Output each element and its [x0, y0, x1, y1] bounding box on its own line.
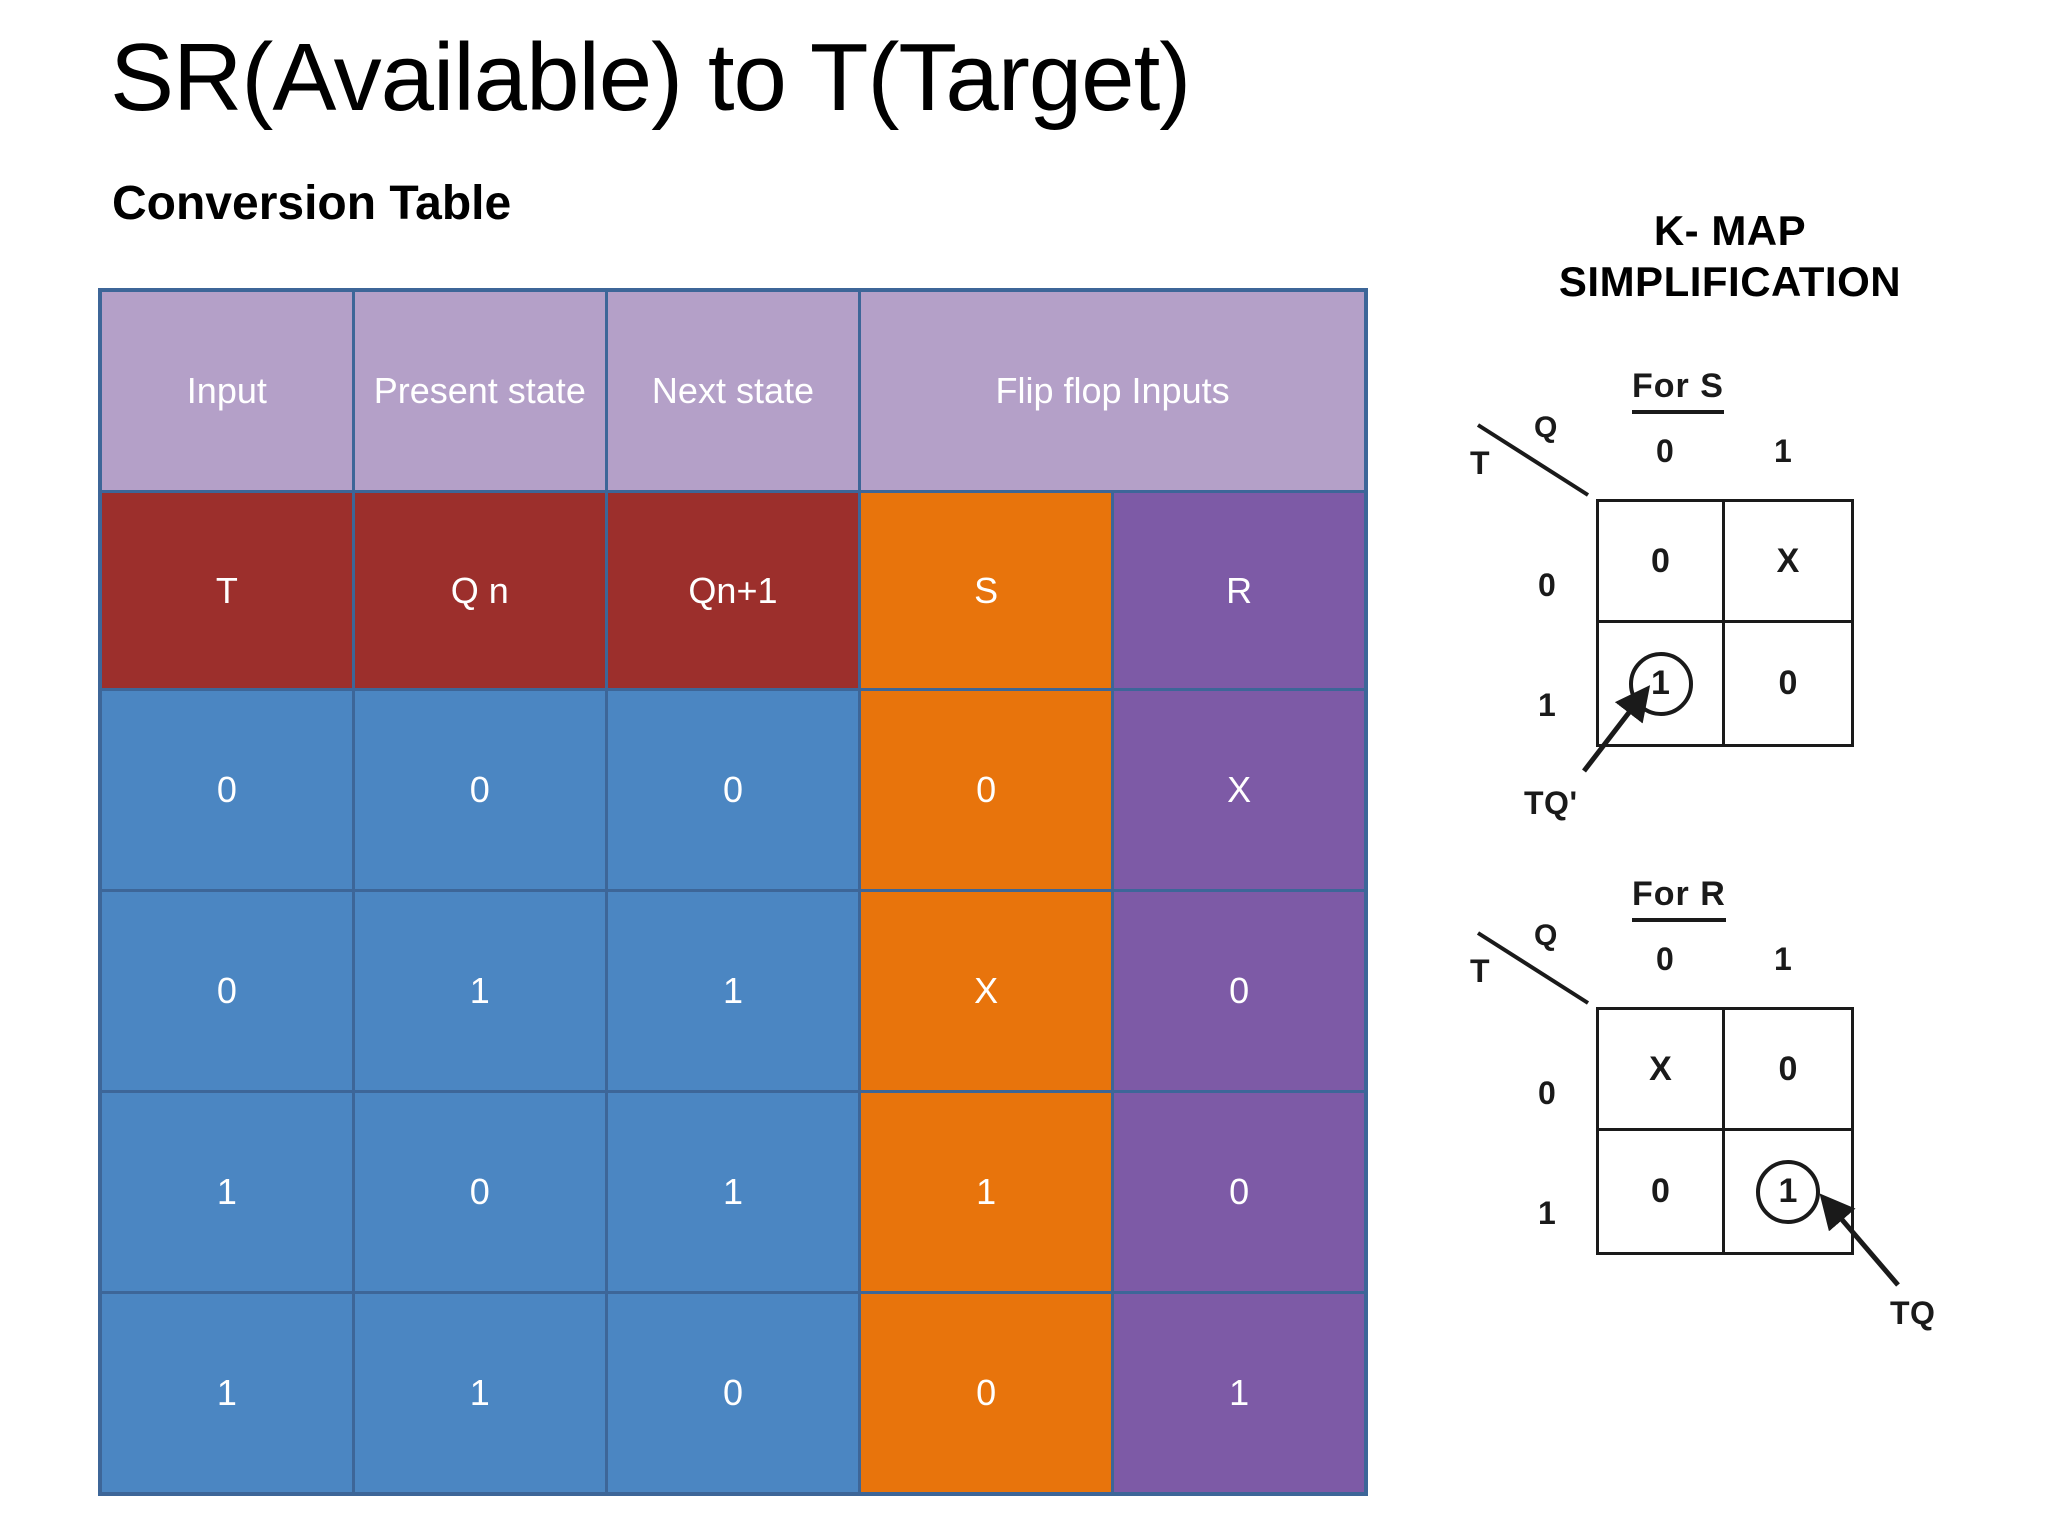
- kmap-r-col-tick-1: 1: [1774, 941, 1792, 978]
- kmap-s-col-tick-1: 1: [1774, 433, 1792, 470]
- cell-s: 0: [858, 688, 1115, 892]
- group-header-flip-flop-inputs: Flip flop Inputs: [858, 288, 1368, 493]
- kmap-s-annotation: TQ': [1524, 785, 1578, 822]
- kmap-r-title: For R: [1632, 875, 1726, 923]
- kmap-s-row-tick-0: 0: [1538, 567, 1556, 604]
- cell-r: 0: [1111, 1090, 1368, 1294]
- kmap-s-title: For S: [1632, 367, 1724, 415]
- kmap-r-grid: X 0 0 1: [1596, 1007, 1854, 1256]
- table-row: 1 0 1 1 0: [98, 1090, 1368, 1294]
- kmap-r-cell-00: X: [1599, 1010, 1725, 1132]
- cell-t: 1: [98, 1090, 355, 1294]
- sub-header-r: R: [1111, 490, 1368, 691]
- kmap-s-row-tick-1: 1: [1538, 687, 1556, 724]
- kmap-r-row-var: T: [1470, 953, 1490, 990]
- cell-qn: 1: [351, 889, 608, 1093]
- group-header-next-state: Next state: [604, 288, 862, 493]
- cell-s: 0: [858, 1291, 1115, 1496]
- page-subtitle: Conversion Table: [112, 177, 512, 230]
- cell-r: 0: [1111, 889, 1368, 1093]
- kmap-r-cell-11: 1: [1725, 1131, 1851, 1252]
- kmap-r-arrow-icon: [1819, 1193, 1900, 1288]
- kmap-s-cell-00: 0: [1599, 502, 1725, 624]
- kmap-s-col-tick-0: 0: [1656, 433, 1674, 470]
- cell-t: 0: [98, 889, 355, 1093]
- kmap-s-grid: 0 X 1 0: [1596, 499, 1854, 748]
- group-header-input: Input: [98, 288, 355, 493]
- kmap-s-cell-10-value: 1: [1628, 651, 1693, 716]
- kmap-r-row-tick-0: 0: [1538, 1075, 1556, 1112]
- cell-qn: 0: [351, 688, 608, 892]
- cell-t: 0: [98, 688, 355, 892]
- cell-r: 1: [1111, 1291, 1368, 1496]
- cell-qn: 0: [351, 1090, 608, 1294]
- page-title: SR(Available) to T(Target): [110, 24, 1191, 131]
- sub-header-s: S: [858, 490, 1115, 691]
- kmap-for-r: For R T Q 0 1 0 1 X 0 0 1 TQ: [1460, 875, 1980, 1335]
- kmap-s-col-var: Q: [1534, 411, 1558, 445]
- cell-t: 1: [98, 1291, 355, 1496]
- kmap-heading-line1: K- MAP: [1653, 207, 1807, 254]
- kmap-r-row-tick-1: 1: [1538, 1195, 1556, 1232]
- group-header-present-state: Present state: [351, 288, 608, 493]
- kmap-r-col-var: Q: [1534, 919, 1558, 953]
- kmap-r-annotation: TQ: [1890, 1295, 1936, 1332]
- cell-s: 1: [858, 1090, 1115, 1294]
- kmap-s-cell-11: 0: [1778, 664, 1798, 703]
- sub-header-t: T: [98, 490, 355, 691]
- table-sub-header-row: T Q n Qn+1 S R: [98, 490, 1368, 691]
- kmap-s-row-var: T: [1470, 445, 1490, 482]
- cell-r: X: [1111, 688, 1368, 892]
- kmap-s-arrow-icon: [1582, 685, 1651, 773]
- cell-qn: 1: [351, 1291, 608, 1496]
- table-group-header-row: Input Present state Next state Flip flop…: [98, 288, 1368, 493]
- cell-qn1: 0: [604, 1291, 862, 1496]
- conversion-table: Input Present state Next state Flip flop…: [98, 288, 1368, 1496]
- sub-header-qn1: Qn+1: [604, 490, 862, 691]
- cell-s: X: [858, 889, 1115, 1093]
- kmap-panel: K- MAP SIMPLIFICATION For S T Q 0 1 0 1 …: [1430, 205, 2030, 1335]
- cell-qn1: 0: [604, 688, 862, 892]
- kmap-s-cell-10: 1: [1599, 623, 1725, 745]
- kmap-for-s: For S T Q 0 1 0 1 0 X 1 0 TQ': [1460, 367, 1980, 827]
- cell-qn1: 1: [604, 889, 862, 1093]
- kmap-r-divider-line: [1476, 931, 1590, 1006]
- cell-qn1: 1: [604, 1090, 862, 1294]
- kmap-s-cell-01: X: [1725, 502, 1851, 624]
- kmap-r-cell-10: 0: [1599, 1131, 1725, 1253]
- table-row: 0 0 0 0 X: [98, 688, 1368, 892]
- sub-header-qn: Q n: [351, 490, 608, 691]
- kmap-heading-line2: SIMPLIFICATION: [1558, 258, 1902, 306]
- table-row: 1 1 0 0 1: [98, 1291, 1368, 1496]
- table-row: 0 1 1 X 0: [98, 889, 1368, 1093]
- kmap-s-divider-line: [1476, 423, 1590, 498]
- kmap-r-col-tick-0: 0: [1656, 941, 1674, 978]
- kmap-r-cell-11-value: 1: [1756, 1159, 1820, 1224]
- kmap-r-cell-01: 0: [1725, 1010, 1851, 1132]
